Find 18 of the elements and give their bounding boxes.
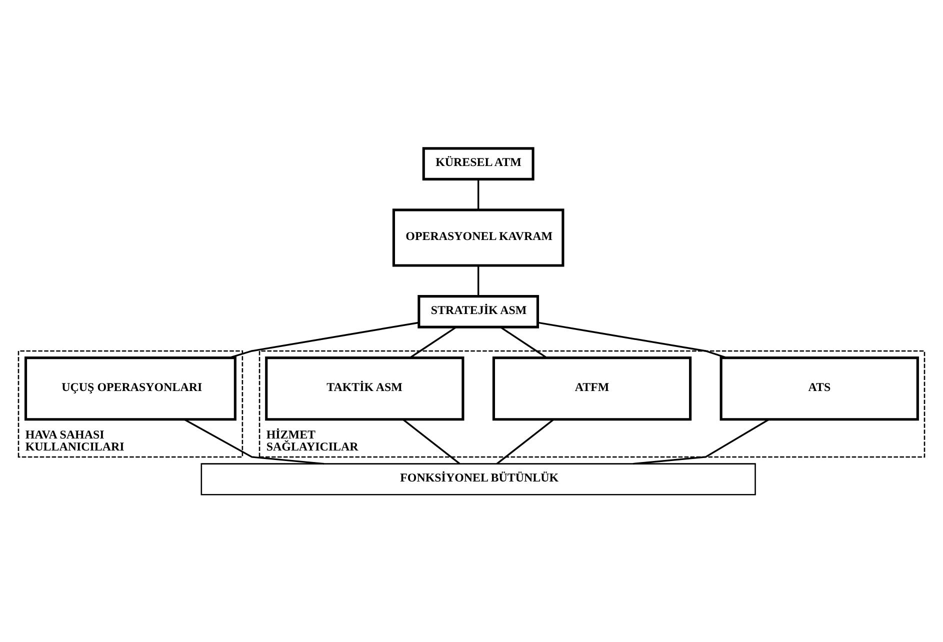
node-box: UÇUŞ OPERASYONLARI [24, 356, 236, 420]
node-box: KÜRESEL ATM [422, 146, 534, 180]
connector [477, 178, 480, 210]
node-box: ATFM [492, 356, 692, 420]
connector [229, 321, 419, 358]
node-box: FONKSİYONEL BÜTÜNLÜK [200, 462, 756, 495]
connector [477, 265, 480, 296]
connector [500, 326, 548, 358]
connector [184, 418, 324, 464]
node-box: ATS [720, 356, 919, 420]
node-box: OPERASYONEL KAVRAM [392, 208, 564, 266]
connector [496, 418, 554, 464]
node-box: STRATEJİK ASM [418, 294, 540, 328]
connector [410, 326, 457, 358]
node-box: TAKTİK ASM [265, 356, 464, 420]
connector [633, 418, 770, 464]
connector [538, 321, 728, 358]
connector [402, 418, 460, 464]
